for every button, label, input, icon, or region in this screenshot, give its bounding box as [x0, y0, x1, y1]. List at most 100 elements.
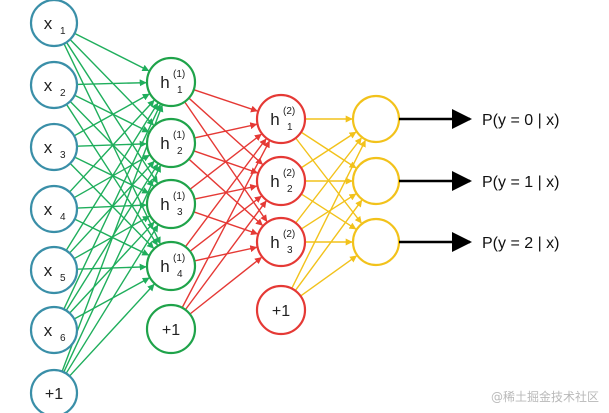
hidden1-hidden2-edge-2-1 — [194, 122, 258, 139]
hidden2-node-4: +1 — [255, 284, 307, 336]
hidden1-node-circle — [145, 117, 197, 169]
node-base: h — [270, 233, 279, 252]
input-hidden1-edge-3-2 — [76, 140, 147, 148]
output-node-circle — [351, 217, 401, 267]
node-subscript: 6 — [60, 333, 66, 344]
hidden1-hidden2-edge-3-3 — [193, 211, 259, 236]
input-node-circle — [29, 245, 79, 295]
input-hidden1-edge-1-2 — [69, 38, 155, 126]
input-node-circle — [29, 368, 79, 413]
output-probability-label-2: P(y = 1 | x) — [482, 174, 560, 191]
input-node-circle — [29, 122, 79, 172]
hidden1-node-circle — [145, 178, 197, 230]
node-subscript: 5 — [60, 273, 66, 284]
hidden2-output-edge-2-1 — [300, 131, 357, 169]
node-subscript: 1 — [287, 122, 293, 133]
node-base: x — [44, 321, 53, 340]
node-subscript: 3 — [177, 207, 183, 218]
node-base: x — [44, 261, 53, 280]
node-subscript: 1 — [177, 85, 183, 96]
bias-label: +1 — [162, 322, 180, 339]
input-node-circle — [29, 60, 79, 110]
output-node-circle — [351, 156, 401, 206]
input-hidden1-edge-6-3 — [69, 221, 155, 314]
hidden1-hidden2-edge-4-3 — [194, 245, 258, 262]
hidden1-node-circle — [145, 240, 197, 292]
node-subscript: 4 — [177, 269, 183, 280]
hidden2-output-edge-3-1 — [295, 137, 362, 224]
input-node-circle — [29, 184, 79, 234]
hidden2-output-edge-4-3 — [300, 255, 358, 297]
watermark: @稀土掘金技术社区 — [490, 390, 599, 404]
hidden2-output-edge-4-2 — [294, 199, 363, 292]
node-base: h — [160, 195, 169, 214]
node-base: h — [160, 134, 169, 153]
hidden1-hidden2-edge-4-1 — [184, 138, 267, 248]
node-superscript: (2) — [283, 229, 295, 240]
output-node-circle — [351, 94, 401, 144]
hidden2-output-edge-4-1 — [291, 139, 366, 289]
bias-label: +1 — [45, 386, 63, 403]
input-hidden1-edge-6-4 — [73, 277, 150, 320]
input-node-7: +1 — [29, 368, 79, 413]
node-superscript: (2) — [283, 168, 295, 179]
output-node-1 — [351, 94, 401, 144]
hidden1-hidden2-edge-5-1 — [181, 140, 271, 309]
output-probability-label-3: P(y = 2 | x) — [482, 235, 560, 252]
hidden1-node-5: +1 — [145, 303, 197, 355]
node-base: h — [160, 257, 169, 276]
node-base: x — [44, 200, 53, 219]
node-base: h — [270, 110, 279, 129]
node-base: x — [44, 138, 53, 157]
node-subscript: 2 — [287, 184, 293, 195]
input-node-circle — [29, 305, 79, 355]
input-hidden1-edge-4-1 — [69, 99, 155, 193]
input-hidden1-edge-7-4 — [69, 283, 155, 377]
input-hidden1-edge-1-3 — [65, 41, 159, 184]
hidden1-hidden2-edge-5-3 — [189, 256, 262, 315]
node-base: h — [270, 172, 279, 191]
input-hidden1-edge-7-1 — [61, 104, 164, 372]
hidden2-node-circle — [255, 216, 307, 268]
hidden2-node-circle — [255, 284, 307, 336]
node-subscript: 2 — [177, 146, 183, 157]
node-superscript: (1) — [173, 69, 185, 80]
node-base: x — [44, 14, 53, 33]
node-superscript: (1) — [173, 130, 185, 141]
node-subscript: 4 — [60, 212, 66, 223]
input-hidden1-edge-7-2 — [63, 165, 162, 373]
node-subscript: 1 — [60, 26, 66, 37]
output-probability-label-1: P(y = 0 | x) — [482, 112, 560, 129]
connections — [61, 32, 366, 377]
input-hidden1-edge-2-3 — [69, 100, 154, 187]
node-superscript: (1) — [173, 253, 185, 264]
node-subscript: 3 — [60, 150, 66, 161]
input-hidden1-edge-1-1 — [74, 32, 150, 72]
bias-label: +1 — [272, 303, 290, 320]
hidden2-node-circle — [255, 155, 307, 207]
output-node-3 — [351, 217, 401, 267]
input-hidden1-edge-7-3 — [65, 224, 159, 374]
node-superscript: (1) — [173, 191, 185, 202]
hidden2-node-circle — [255, 93, 307, 145]
node-superscript: (2) — [283, 106, 295, 117]
input-hidden1-edge-6-1 — [63, 103, 161, 310]
node-subscript: 3 — [287, 245, 293, 256]
hidden1-hidden2-edge-3-1 — [189, 133, 262, 190]
output-node-2 — [351, 156, 401, 206]
hidden1-hidden2-edge-1-1 — [193, 88, 258, 113]
input-hidden1-edge-5-1 — [65, 102, 159, 251]
input-node-circle — [29, 0, 79, 48]
